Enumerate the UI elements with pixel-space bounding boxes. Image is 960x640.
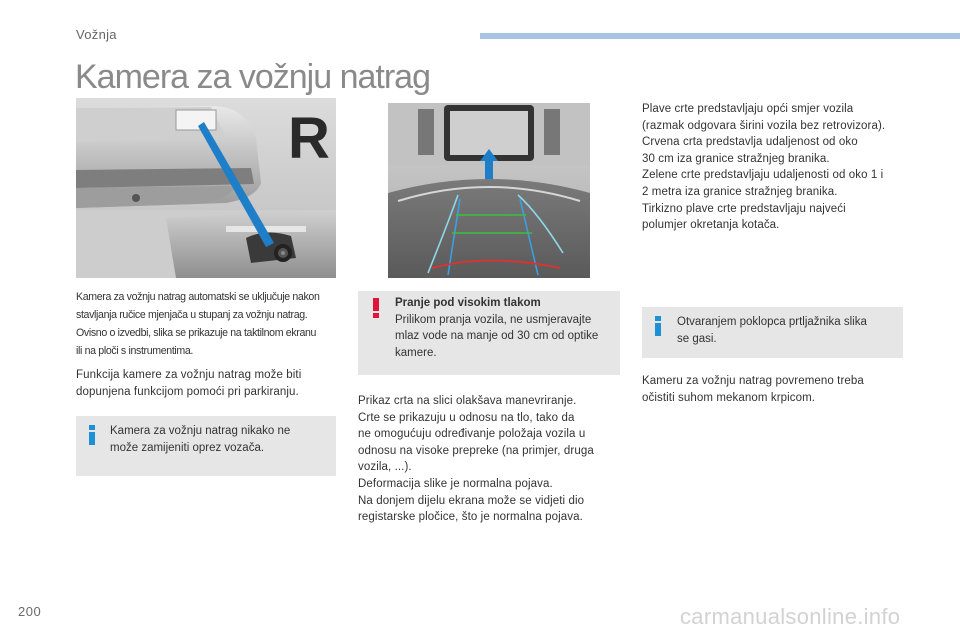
text-line: Otvaranjem poklopca prtljažnika slika — [677, 316, 867, 328]
intro-paragraph: Kamera za vožnju natrag automatski se uk… — [76, 288, 320, 360]
text-line: Deformacija slike je normalna pojava. — [358, 477, 553, 490]
gear-letter: R — [288, 106, 330, 171]
screen-guide-icon — [388, 103, 590, 278]
info-icon — [88, 425, 96, 445]
text-line: Kameru za vožnju natrag povremeno treba — [642, 375, 864, 387]
text-line: stavljanja ručice mjenjača u stupanj za … — [76, 309, 308, 321]
parking-assist-paragraph: Funkcija kamere za vožnju natrag može bi… — [76, 367, 301, 400]
text-line: Tirkizno plave crte predstavljaju najveć… — [642, 202, 846, 215]
warning-box-high-pressure: Pranje pod visokim tlakom Prilikom pranj… — [358, 291, 620, 375]
text-line: polumjer okretanja kotača. — [642, 219, 780, 232]
page-title: Kamera za vožnju natrag — [75, 58, 431, 96]
info-box-text: Kamera za vožnju natrag nikako ne može z… — [110, 423, 290, 456]
text-line: Kamera za vožnju natrag automatski se uk… — [76, 291, 320, 303]
warning-title: Pranje pod visokim tlakom — [395, 297, 541, 309]
guide-lines-paragraph: Prikaz crta na slici olakšava manevriran… — [358, 393, 594, 526]
text-line: dopunjena funkcijom pomoći pri parkiranj… — [76, 385, 299, 398]
cleaning-paragraph: Kameru za vožnju natrag povremeno treba … — [642, 373, 864, 406]
text-line: Funkcija kamere za vožnju natrag može bi… — [76, 369, 302, 381]
info-box-caution: Kamera za vožnju natrag nikako ne može z… — [76, 416, 336, 476]
car-rear-camera-icon: R — [76, 98, 336, 278]
text-line: odnosu na visoke prepreke (na primjer, d… — [358, 444, 594, 457]
warning-icon — [372, 298, 380, 318]
text-line: se gasi. — [677, 332, 717, 345]
car-rear-camera-illustration: R — [76, 98, 336, 278]
text-line: Zelene crte predstavljaju udaljenosti od… — [642, 169, 884, 182]
page-number: 200 — [18, 604, 42, 619]
text-line: Na donjem dijelu ekrana može se vidjeti … — [358, 494, 585, 507]
text-line: (razmak odgovara širini vozila bez retro… — [642, 119, 886, 132]
text-line: Kamera za vožnju natrag nikako ne — [110, 425, 291, 437]
text-line: Prilikom pranja vozila, ne usmjeravajte — [395, 313, 592, 326]
text-line: Crte se prikazuju u odnosu na tlo, tako … — [358, 411, 575, 424]
text-line: ili na ploči s instrumentima. — [76, 345, 194, 357]
text-line: ne omogućuju određivanje položaja vozila… — [358, 428, 586, 441]
text-line: kamere. — [395, 346, 437, 359]
text-line: Plave crte predstavljaju opći smjer vozi… — [642, 103, 854, 115]
section-label: Vožnja — [76, 27, 117, 42]
text-line: vozila, ...). — [358, 461, 412, 474]
info-box-text: Otvaranjem poklopca prtljažnika slika se… — [677, 314, 867, 347]
text-line: Prikaz crta na slici olakšava manevriran… — [358, 395, 577, 407]
header-accent-bar — [480, 33, 960, 39]
text-line: 30 cm iza granice stražnjeg branika. — [642, 152, 830, 165]
info-icon — [654, 316, 662, 336]
text-line: 2 metra iza granice stražnjeg branika. — [642, 185, 838, 198]
text-line: Crvena crta predstavlja udaljenost od ok… — [642, 136, 858, 149]
text-line: Ovisno o izvedbi, slika se prikazuje na … — [76, 327, 317, 339]
info-box-trunk: Otvaranjem poklopca prtljažnika slika se… — [642, 307, 903, 358]
watermark: carmanualsonline.info — [680, 604, 901, 629]
line-colors-paragraph: Plave crte predstavljaju opći smjer vozi… — [642, 101, 885, 234]
touchscreen-guide-lines-illustration — [388, 103, 590, 278]
text-line: registarske pločice, što je normalna poj… — [358, 511, 583, 524]
text-line: može zamijeniti oprez vozača. — [110, 441, 265, 454]
text-line: očistiti suhom mekanom krpicom. — [642, 391, 816, 404]
text-line: mlaz vode na manje od 30 cm od optike — [395, 330, 599, 343]
warning-box-content: Pranje pod visokim tlakom Prilikom pranj… — [395, 295, 598, 361]
